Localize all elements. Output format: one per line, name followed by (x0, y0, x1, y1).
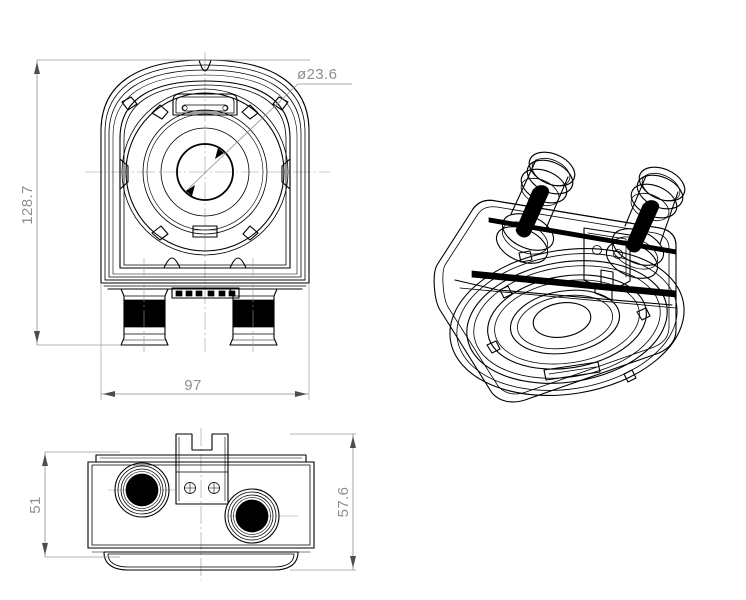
top-view-bottom-lip (87, 547, 315, 571)
top-view-port-right (224, 488, 280, 544)
front-view-upper-boss (172, 93, 238, 116)
top-view (87, 428, 315, 580)
dimension-diameter-23-6: ø23.6 (185, 66, 352, 196)
dimension-label-57-6: 57.6 (335, 487, 352, 518)
dimension-width-97: 97 (100, 283, 310, 400)
front-view (85, 52, 330, 352)
top-view-flange (87, 454, 315, 463)
front-view-locating-tabs (151, 104, 259, 241)
dimension-label-128-7: 128.7 (19, 185, 36, 225)
bracket-screw-left (184, 482, 196, 494)
dimension-height-128-7: 128.7 (19, 59, 310, 346)
dimension-depth-51: 51 (27, 451, 120, 558)
iso-face-tabs (486, 250, 651, 383)
dimension-label-97: 97 (184, 377, 202, 394)
front-view-center-bore (176, 143, 234, 201)
bracket-screw-right (208, 482, 220, 494)
front-view-outer-shell (100, 59, 310, 284)
front-view-shell-notches (119, 59, 291, 269)
iso-face-rings (449, 247, 685, 397)
dimension-label-51: 51 (27, 496, 44, 514)
iso-nozzle-left (495, 151, 576, 264)
dimension-depth-57-6: 57.6 (290, 433, 356, 571)
front-view-lower-boss (192, 225, 218, 238)
front-view-nozzle-centerlines (143, 258, 254, 352)
front-view-concentric-rings (121, 88, 289, 256)
front-view-nozzle-right (229, 288, 278, 346)
top-view-port-left (114, 462, 170, 518)
front-view-inner-shell (119, 80, 291, 269)
top-view-mounting-bracket (175, 433, 229, 505)
iso-nozzle-right (605, 166, 686, 279)
dimension-label-23-6: ø23.6 (297, 66, 337, 83)
isometric-view (433, 151, 686, 403)
front-view-nozzle-left (120, 288, 169, 346)
